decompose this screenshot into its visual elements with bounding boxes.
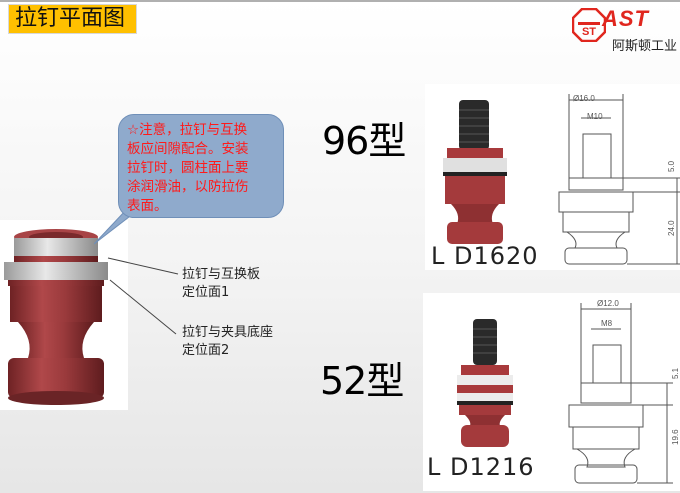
top-border [0, 0, 680, 2]
dim-head-height: 5.1 [671, 367, 680, 379]
stud-52-render-icon [457, 319, 513, 447]
dim-thread: M8 [601, 319, 613, 328]
callout-line: 表面。 [127, 198, 168, 214]
stud-52-drawing-icon [568, 303, 673, 484]
dim-head-height: 5.0 [667, 160, 676, 172]
model-52-code: L D1216 [427, 453, 535, 481]
model-96-code: L D1620 [431, 242, 539, 270]
model-52-panel: Ø12.0 M8 5.1 19.6 L D1216 [423, 293, 680, 491]
model-96-panel: Ø16.0 M10 5.0 24.0 L D1620 [425, 84, 680, 270]
callout-line: 板应间隙配合。安装 [127, 141, 249, 157]
callout-line: ☆注意，拉钉与互换 [127, 122, 248, 138]
stud-96-render-icon [443, 100, 507, 244]
callout-pointer-icon [94, 210, 139, 245]
logo-emblem-icon: ST [572, 8, 606, 42]
locating-surface-2-label: 拉钉与夹具底座 定位面2 [182, 325, 274, 358]
logo-company-name: 阿斯顿工业 [612, 39, 678, 54]
callout-line: 拉钉时，圆柱面上要 [127, 160, 249, 176]
locating-surface-1-label: 拉钉与互换板 定位面1 [182, 267, 261, 300]
dim-diameter: Ø12.0 [597, 299, 619, 308]
dim-body-height: 19.6 [671, 429, 680, 445]
pull-stud-photo [0, 220, 128, 410]
svg-text:ST: ST [582, 26, 596, 38]
company-logo: ST AST 阿斯顿工业 [572, 6, 680, 54]
pull-stud-render-icon [4, 229, 108, 405]
stud-96-drawing-icon [558, 94, 680, 265]
dim-body-height: 24.0 [667, 220, 676, 236]
dim-diameter: Ø16.0 [573, 94, 595, 103]
callout-line: 涂润滑油，以防拉伤 [127, 179, 249, 195]
model-96-title: 96型 [322, 119, 406, 163]
page-title: 拉钉平面图 [8, 4, 137, 34]
warning-callout: ☆注意，拉钉与互换 板应间隙配合。安装 拉钉时，圆柱面上要 涂润滑油，以防拉伤 … [118, 114, 284, 218]
model-52-title: 52型 [320, 359, 404, 403]
dim-thread: M10 [587, 112, 603, 121]
logo-brand-text: AST [602, 6, 649, 31]
